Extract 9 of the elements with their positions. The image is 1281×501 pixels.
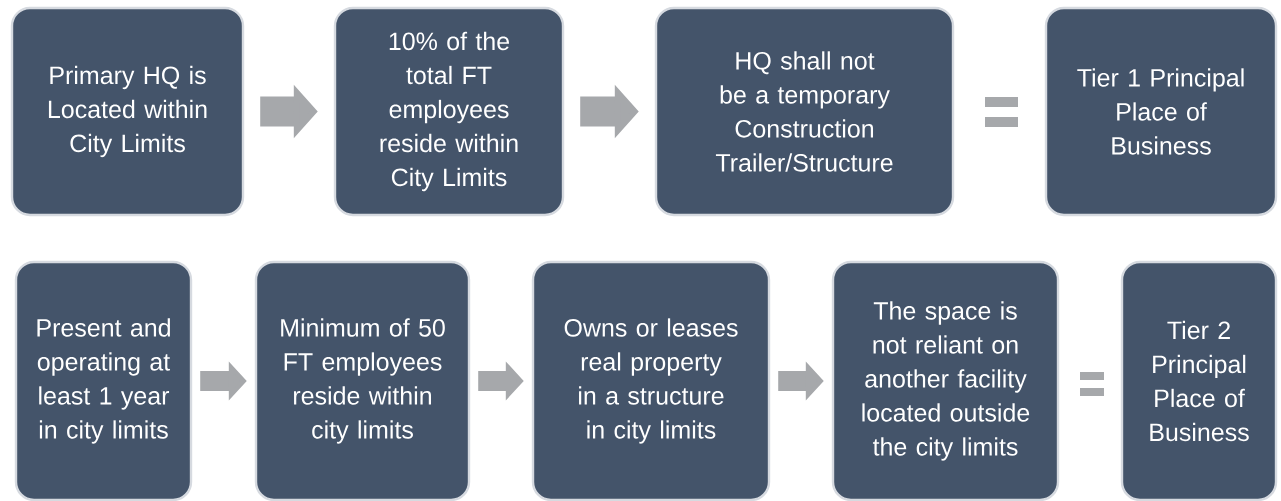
process-box: 10% of the total FT employees reside within City Limits [333, 6, 565, 217]
process-box: Tier 1 Principal Place of Business [1044, 6, 1278, 217]
process-box: The space is not reliant on another facility located outside the city limits [831, 260, 1060, 501]
process-box: Owns or leases real property in a structure in city limits [531, 260, 771, 501]
process-box: Tier 2 Principal Place of Business [1120, 260, 1278, 501]
process-box: Minimum of 50 FT employees reside within city limits [254, 260, 471, 501]
process-box: Primary HQ is Located within City Limits [10, 6, 245, 217]
process-box: Present and operating at least 1 year in city limits [14, 260, 193, 501]
process-box: HQ shall not be a temporary Construction Trailer/Structure [654, 6, 955, 217]
